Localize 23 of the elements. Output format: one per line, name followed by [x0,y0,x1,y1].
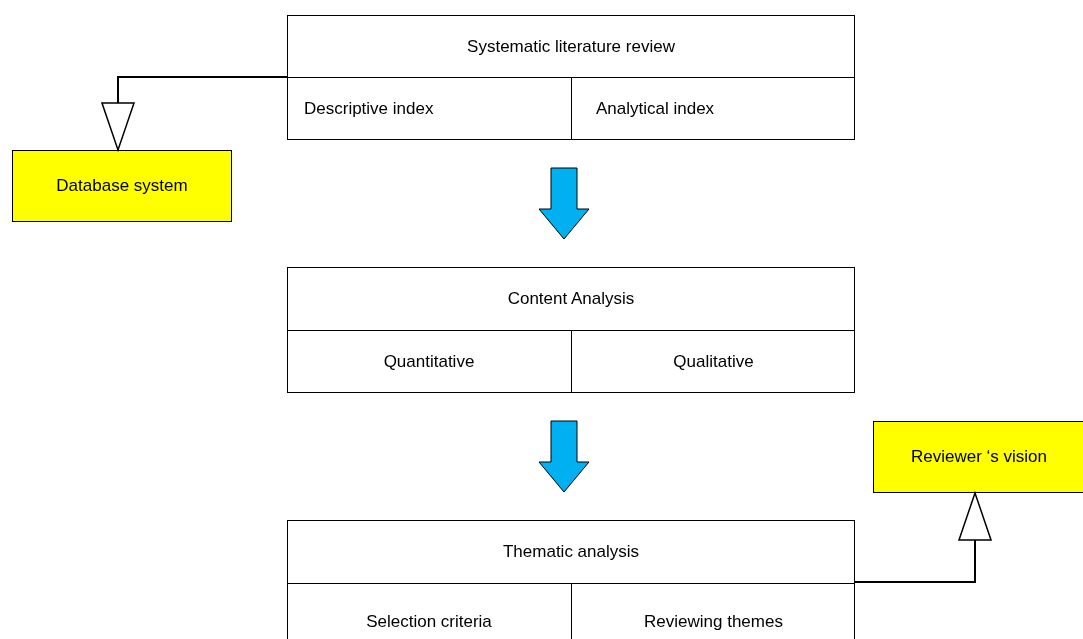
box-label: Selection criteria [366,611,492,634]
cell-box [571,330,855,393]
process-box [287,520,855,639]
block-arrow [538,167,590,240]
box-label: Analytical index [596,98,715,121]
highlight-box [873,421,1083,493]
process-box [287,15,855,140]
block-arrow [538,420,590,493]
box-label: Descriptive index [304,98,434,121]
box-label: Reviewing themes [644,611,783,634]
cell-box [571,77,855,140]
box-label: Reviewer ‘s vision [910,446,1047,469]
connector-arrow [854,492,992,583]
connector-arrow [101,76,288,151]
box-label: Qualitative [673,351,754,374]
box-heading: Content Analysis [507,288,635,311]
cell-box [571,583,855,639]
box-heading: Systematic literature review [467,36,675,59]
box-label: Database system [56,175,188,198]
box-label: Quantitative [383,351,475,374]
process-box [287,267,855,393]
highlight-box [12,150,232,222]
box-heading: Thematic analysis [502,541,640,564]
